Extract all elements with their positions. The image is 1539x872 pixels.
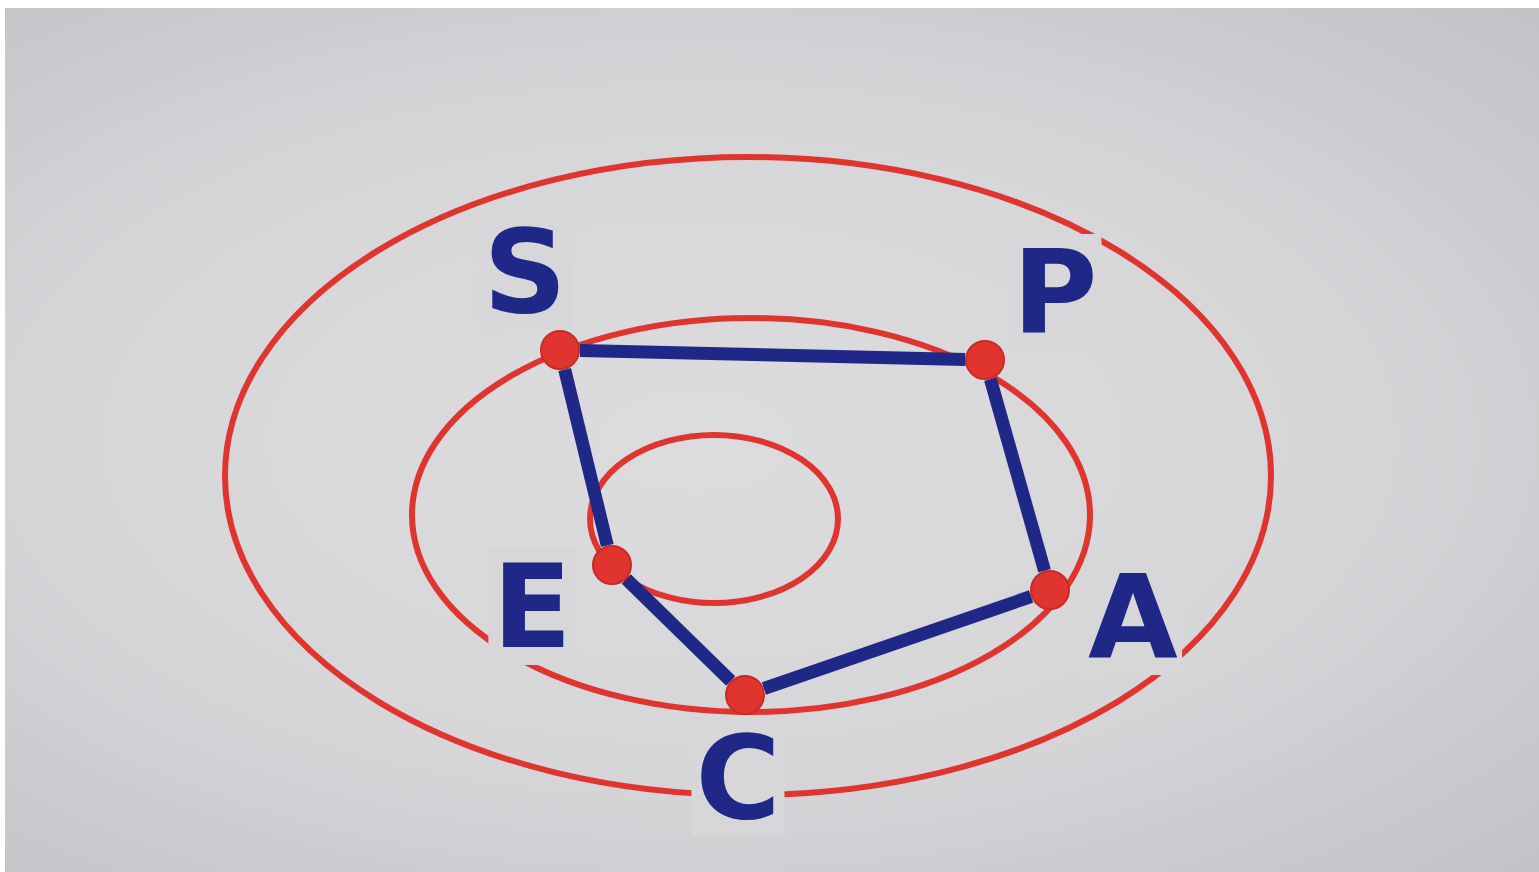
middle-ring: [412, 318, 1090, 712]
dot-circle: [541, 331, 579, 369]
side-line: [990, 379, 1044, 571]
dot-shape: [965, 340, 1005, 380]
vertex-dot: P: [965, 340, 1005, 380]
vertex-dot: S: [540, 330, 580, 370]
polygon-side: [764, 597, 1031, 689]
vertex-dot: E: [592, 545, 632, 585]
outer-ring: [225, 157, 1271, 795]
side-line: [580, 350, 965, 359]
dot-shape: [540, 330, 580, 370]
side-line: [764, 597, 1031, 689]
dot-circle: [966, 341, 1004, 379]
vertex-dot: A: [1030, 570, 1070, 610]
side-line: [565, 369, 608, 545]
dot-circle: [593, 546, 631, 584]
dot-shape: [1030, 570, 1070, 610]
vertex-letter: S: [479, 214, 571, 330]
vertex-letter: A: [1084, 559, 1182, 675]
polygon-side: [580, 350, 965, 359]
vertex-letter: E: [488, 549, 575, 665]
inner-ring: [590, 435, 838, 603]
side-line: [626, 579, 730, 681]
dot-circle: [1031, 571, 1069, 609]
polygon-side: [990, 379, 1044, 571]
vertex-dot: C: [725, 675, 765, 715]
dot-shape: [592, 545, 632, 585]
dot-shape: [725, 675, 765, 715]
dot-circle: [726, 676, 764, 714]
vertex-letter: C: [691, 720, 784, 836]
polygon-side: [565, 369, 608, 545]
vertex-letter: P: [1008, 234, 1101, 350]
polygon-side: [626, 579, 730, 681]
